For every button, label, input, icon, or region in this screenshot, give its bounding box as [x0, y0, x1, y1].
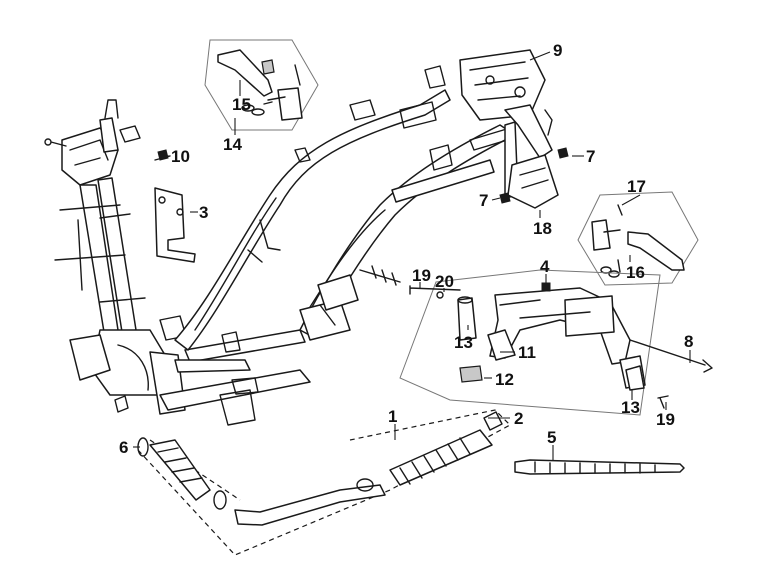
leader-lines — [133, 51, 691, 460]
part-18-bracket — [499, 147, 569, 209]
callout-2: 2 — [514, 409, 523, 428]
callout-7-top: 7 — [586, 147, 595, 166]
callout-13-left: 13 — [454, 333, 473, 352]
hose-group — [137, 409, 511, 556]
callout-16: 16 — [626, 263, 645, 282]
center-stand-group — [399, 269, 713, 416]
inset-16-17 — [577, 191, 699, 286]
callout-19-left: 19 — [412, 266, 431, 285]
part-3-bracket — [154, 187, 196, 263]
part-10-bolt — [154, 149, 171, 161]
callout-19-right: 19 — [656, 410, 675, 429]
callout-4: 4 — [540, 257, 550, 276]
callout-7-left: 7 — [479, 191, 488, 210]
callout-8: 8 — [684, 332, 693, 351]
main-frame — [44, 49, 553, 426]
callout-1: 1 — [388, 407, 397, 426]
inset-14-15 — [204, 39, 319, 131]
callout-20: 20 — [435, 272, 454, 291]
callout-10: 10 — [171, 147, 190, 166]
callout-3: 3 — [199, 203, 208, 222]
part-5-cable-tie — [514, 459, 685, 475]
callout-labels: 1 2 3 4 5 6 7 7 8 9 10 11 12 13 13 14 15… — [119, 41, 693, 457]
callout-11: 11 — [518, 343, 536, 362]
callout-12: 12 — [495, 370, 514, 389]
callout-17: 17 — [627, 177, 646, 196]
callout-13-right: 13 — [621, 398, 640, 417]
callout-9: 9 — [553, 41, 562, 60]
callout-14: 14 — [223, 135, 242, 154]
callout-18: 18 — [533, 219, 552, 238]
callout-6: 6 — [119, 438, 128, 457]
callout-15: 15 — [232, 95, 251, 114]
callout-5: 5 — [547, 428, 556, 447]
